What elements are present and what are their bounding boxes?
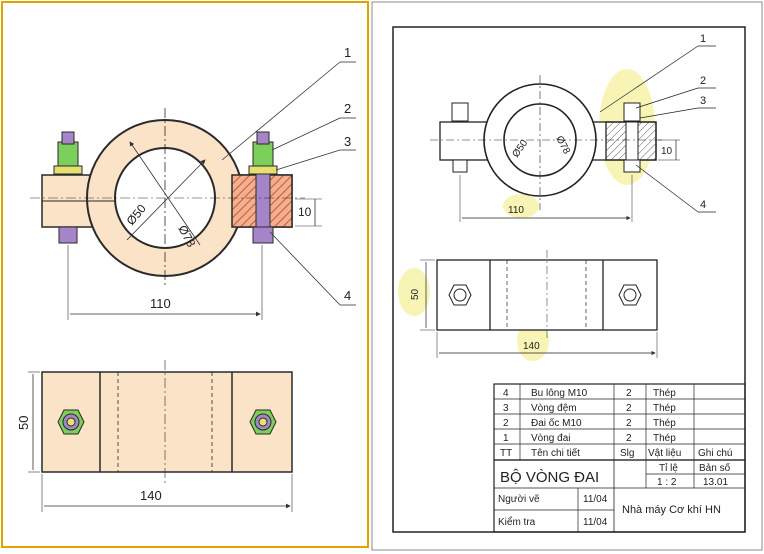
dim-10: 10 <box>298 205 312 219</box>
pl-row2-material: Thép <box>653 403 676 414</box>
callout2-leader <box>271 117 341 151</box>
dia50-leader <box>126 159 206 241</box>
rf-right-bolt <box>625 121 639 161</box>
left-top-view: 50 140 <box>16 360 293 512</box>
callout-4: 4 <box>344 288 351 303</box>
tb-drawn-label: Người vẽ <box>498 494 540 505</box>
highlight-110 <box>503 194 539 218</box>
pl-row3-qty: 2 <box>626 418 632 429</box>
callout-2: 2 <box>344 101 351 116</box>
rt-right-bolt <box>623 288 637 302</box>
rf-left-bolt-end <box>452 159 468 173</box>
pl-header-qty: Slg <box>620 448 634 459</box>
pl-row4-material: Thép <box>653 433 676 444</box>
rf-callout4-leader <box>635 164 699 213</box>
left-panel: Ø50 Ø78 10 110 1 2 3 4 <box>1 1 369 548</box>
tb-scale-value: 1 : 2 <box>657 477 677 488</box>
pl-row3-name: Đai ốc M10 <box>531 417 582 429</box>
right-bolt-top <box>256 131 270 145</box>
pl-header-no: TT <box>500 448 512 459</box>
tb-sheet-value: 13.01 <box>703 477 728 488</box>
pl-header-name: Tên chi tiết <box>531 447 580 459</box>
callout-1: 1 <box>344 45 351 60</box>
callout3-leader <box>275 149 341 171</box>
rf-callout-4: 4 <box>700 199 706 211</box>
callout-3: 3 <box>344 134 351 149</box>
pl-row1-no: 4 <box>503 388 509 399</box>
tb-scale-label: Tỉ lệ <box>659 462 678 474</box>
pl-row2-name: Vòng đệm <box>531 403 577 414</box>
rf-callout2-leader <box>635 87 699 109</box>
rt-dim-50: 50 <box>410 288 421 300</box>
rf-dim-110: 110 <box>508 205 524 216</box>
callout1-leader <box>221 61 341 161</box>
tb-drawn-date: 11/04 <box>583 494 608 505</box>
right-nut <box>252 141 274 167</box>
tb-checked-date: 11/04 <box>583 517 608 528</box>
left-washer <box>53 165 83 175</box>
pl-row3-no: 2 <box>503 418 509 429</box>
top-left-bolt-core <box>66 417 76 427</box>
right-front-view <box>430 45 716 222</box>
pl-row1-name: Bu lông M10 <box>531 388 588 399</box>
left-bolt-top <box>61 131 75 145</box>
rt-dim-140: 140 <box>523 341 540 352</box>
title-block-frame <box>493 459 746 533</box>
pl-row2-no: 3 <box>503 403 509 414</box>
tb-sheet-label: Bản số <box>699 462 731 474</box>
rf-left-nut <box>451 102 469 122</box>
left-bolt-bottom <box>58 226 78 244</box>
right-panel: 1 2 3 4 Ø50 Ø78 10 110 50 140 <box>371 1 763 551</box>
pl-row3-material: Thép <box>653 418 676 429</box>
right-bolt-head <box>252 226 274 244</box>
pl-row1-material: Thép <box>653 388 676 399</box>
rf-callout3-leader <box>639 107 699 119</box>
dim-140: 140 <box>140 488 162 503</box>
rf-callout1-leader <box>599 45 699 113</box>
dim-110: 110 <box>150 296 171 311</box>
rf-callout-1: 1 <box>700 33 706 45</box>
dim-50: 50 <box>16 416 31 430</box>
highlight-140 <box>517 321 549 361</box>
tb-checked-label: Kiểm tra <box>498 516 536 528</box>
right-bolt-shank <box>255 173 271 229</box>
pl-row4-qty: 2 <box>626 433 632 444</box>
pl-row1-qty: 2 <box>626 388 632 399</box>
rf-right-bolt-head <box>623 159 641 173</box>
pl-row4-name: Vòng đai <box>531 433 570 444</box>
left-front-view: Ø50 Ø78 10 110 1 2 3 4 <box>30 45 356 320</box>
title-block-text: BỘ VÒNG ĐAI Tỉ lệ 1 : 2 Bản số 13.01 Ngư… <box>498 462 731 528</box>
rt-left-nut <box>448 284 472 306</box>
parts-list <box>493 383 746 533</box>
rf-right-nut <box>623 102 641 122</box>
pl-row4-no: 1 <box>503 433 509 444</box>
left-nut <box>57 141 79 167</box>
right-washer <box>248 165 278 175</box>
tb-company: Nhà máy Cơ khí HN <box>622 504 721 516</box>
pl-header-material: Vật liệu <box>648 448 681 459</box>
rt-right-nut <box>618 284 642 306</box>
rt-left-bolt <box>453 288 467 302</box>
rf-dim-10: 10 <box>661 146 673 157</box>
right-top-view <box>420 250 658 358</box>
tb-title: BỘ VÒNG ĐAI <box>500 469 599 486</box>
highlight-50 <box>398 268 430 316</box>
dia78-leader <box>129 141 201 246</box>
parts-list-text: 4 Bu lông M10 2 Thép 3 Vòng đệm 2 Thép 2… <box>500 388 732 459</box>
rf-callout-2: 2 <box>700 75 706 87</box>
callout4-leader <box>269 231 341 306</box>
top-right-bolt-core <box>258 417 268 427</box>
rf-callout-3: 3 <box>700 95 706 107</box>
pl-row2-qty: 2 <box>626 403 632 414</box>
pl-header-note: Ghi chú <box>698 448 732 459</box>
